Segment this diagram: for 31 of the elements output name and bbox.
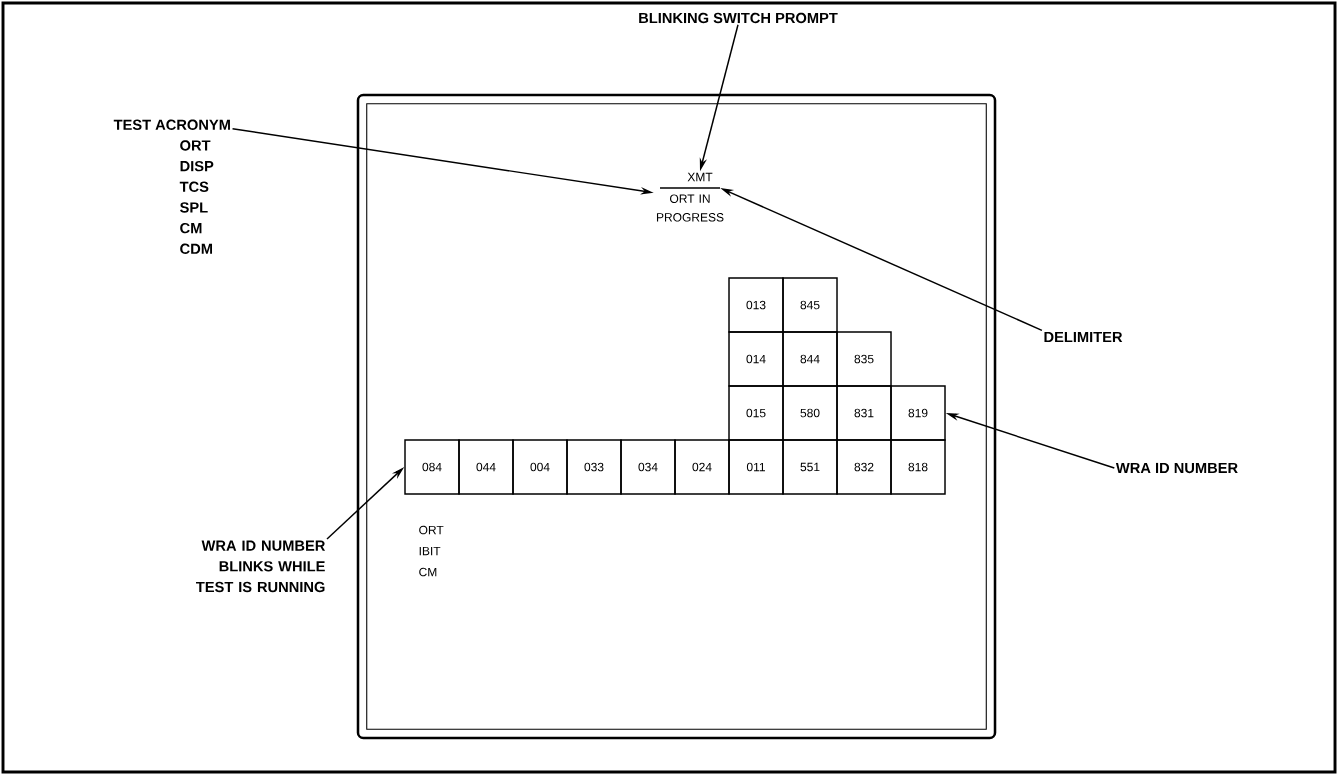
display-cell: 004 [512, 439, 568, 495]
display-cell: 580 [782, 385, 838, 441]
callout-label: DELIMITER [1044, 331, 1123, 343]
display-cell: 831 [836, 385, 892, 441]
display-cell: 014 [728, 331, 784, 387]
screen-text: XMT [687, 172, 713, 182]
display-cell: 819 [890, 385, 946, 441]
screen-text: ORT [419, 525, 444, 535]
display-cell: 013 [728, 277, 784, 333]
display-cell: 084 [404, 439, 460, 495]
display-cell: 818 [890, 439, 946, 495]
callout-label: WRA ID NUMBER [1115, 462, 1238, 474]
display-cell: 015 [728, 385, 784, 441]
display-cell: 034 [620, 439, 676, 495]
display-cell: 044 [458, 439, 514, 495]
delimiter-line [660, 187, 720, 189]
display-cell: 551 [782, 439, 838, 495]
display-cell: 844 [782, 331, 838, 387]
display-cell: 011 [728, 439, 784, 495]
callout-label: WRA ID NUMBER BLINKS WHILE TEST IS RUNNING [196, 540, 326, 593]
screen-text: ORT IN PROGRESS [657, 194, 724, 222]
display-cell: 832 [836, 439, 892, 495]
display-cell: 845 [782, 277, 838, 333]
display-cell: 033 [566, 439, 622, 495]
display-cell: 835 [836, 331, 892, 387]
screen-text: CM [419, 567, 437, 577]
callout-label: TEST ACRONYM ORT DISP TCS SPL CM CDM [113, 119, 230, 254]
display-screen [356, 93, 997, 740]
callout-label: BLINKING SWITCH PROMPT [639, 12, 838, 24]
display-cell: 024 [674, 439, 730, 495]
screen-text: IBIT [419, 546, 441, 556]
